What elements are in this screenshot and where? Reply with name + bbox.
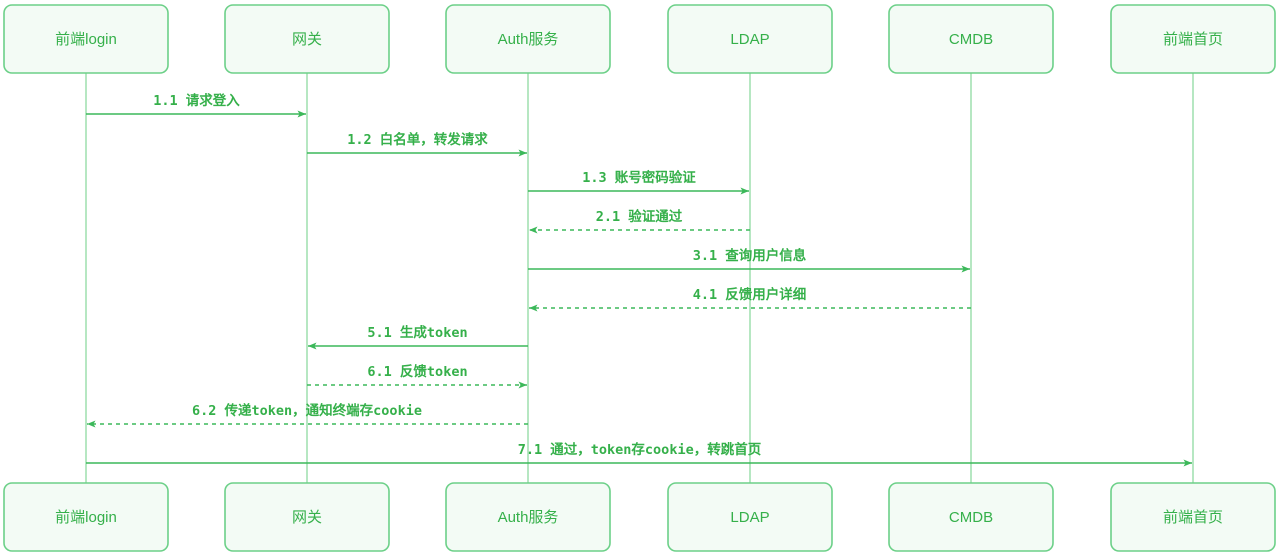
participant-box-shape <box>1110 482 1276 552</box>
participant-box-auth-service-top[interactable]: Auth服务 <box>445 4 611 74</box>
participant-box-gateway-top[interactable]: 网关 <box>224 4 390 74</box>
message-label-3-1: 3.1 查询用户信息 <box>693 247 807 264</box>
participant-box-cmdb-bottom[interactable]: CMDB <box>888 482 1054 552</box>
message-6-2[interactable]: 6.2 传递token，通知终端存cookie <box>87 402 528 428</box>
message-label-4-1: 4.1 反馈用户详细 <box>693 286 807 303</box>
participant-box-gateway-bottom[interactable]: 网关 <box>224 482 390 552</box>
message-label-7-1: 7.1 通过，token存cookie，转跳首页 <box>518 441 761 458</box>
participant-box-auth-service-bottom[interactable]: Auth服务 <box>445 482 611 552</box>
participant-label-ldap: LDAP <box>730 509 769 526</box>
message-1-2[interactable]: 1.2 白名单，转发请求 <box>307 131 527 157</box>
participant-box-shape <box>667 4 833 74</box>
participant-label-frontend-login: 前端login <box>55 509 117 526</box>
participant-box-shape <box>888 4 1054 74</box>
participant-label-auth-service: Auth服务 <box>498 509 559 526</box>
message-1-1[interactable]: 1.1 请求登入 <box>86 92 306 118</box>
participant-box-ldap-bottom[interactable]: LDAP <box>667 482 833 552</box>
message-7-1[interactable]: 7.1 通过，token存cookie，转跳首页 <box>86 441 1192 467</box>
message-label-1-1: 1.1 请求登入 <box>153 92 240 109</box>
participant-label-frontend-login: 前端login <box>55 31 117 48</box>
lifelines-layer <box>85 73 1194 483</box>
participant-box-shape <box>667 482 833 552</box>
message-label-1-3: 1.3 账号密码验证 <box>582 169 696 186</box>
participant-box-frontend-home-bottom[interactable]: 前端首页 <box>1110 482 1276 552</box>
message-4-1[interactable]: 4.1 反馈用户详细 <box>529 286 971 312</box>
participant-box-frontend-login-bottom[interactable]: 前端login <box>3 482 169 552</box>
participant-header-row: 前端login 网关 Auth服务 LDAP CMDB 前端首页 <box>3 4 1276 74</box>
participant-box-shape <box>224 4 390 74</box>
participant-box-shape <box>1110 4 1276 74</box>
message-5-1[interactable]: 5.1 生成token <box>308 324 528 350</box>
message-label-2-1: 2.1 验证通过 <box>596 208 683 225</box>
participant-box-shape <box>3 4 169 74</box>
participant-box-frontend-login-top[interactable]: 前端login <box>3 4 169 74</box>
participant-label-gateway: 网关 <box>292 31 322 48</box>
participant-label-cmdb: CMDB <box>949 31 993 48</box>
message-label-1-2: 1.2 白名单，转发请求 <box>347 131 488 148</box>
participant-box-shape <box>445 482 611 552</box>
participant-label-cmdb: CMDB <box>949 509 993 526</box>
message-3-1[interactable]: 3.1 查询用户信息 <box>528 247 970 273</box>
message-label-5-1: 5.1 生成token <box>367 324 467 341</box>
participant-label-ldap: LDAP <box>730 31 769 48</box>
participant-label-frontend-home: 前端首页 <box>1163 31 1223 48</box>
message-1-3[interactable]: 1.3 账号密码验证 <box>528 169 749 195</box>
participant-box-cmdb-top[interactable]: CMDB <box>888 4 1054 74</box>
messages-layer: 1.1 请求登入 1.2 白名单，转发请求 1.3 账号密码验证 2.1 验证通过 3.… <box>86 92 1192 467</box>
participant-box-ldap-top[interactable]: LDAP <box>667 4 833 74</box>
participant-box-shape <box>3 482 169 552</box>
participant-label-auth-service: Auth服务 <box>498 31 559 48</box>
participant-box-shape <box>224 482 390 552</box>
participant-box-frontend-home-top[interactable]: 前端首页 <box>1110 4 1276 74</box>
participant-label-gateway: 网关 <box>292 509 322 526</box>
participant-box-shape <box>888 482 1054 552</box>
message-2-1[interactable]: 2.1 验证通过 <box>529 208 750 234</box>
participant-footer-row: 前端login 网关 Auth服务 LDAP CMDB 前端首页 <box>3 482 1276 552</box>
message-6-1[interactable]: 6.1 反馈token <box>307 363 527 389</box>
participant-label-frontend-home: 前端首页 <box>1163 509 1223 526</box>
participant-box-shape <box>445 4 611 74</box>
message-label-6-1: 6.1 反馈token <box>367 363 467 380</box>
message-label-6-2: 6.2 传递token，通知终端存cookie <box>192 402 422 419</box>
